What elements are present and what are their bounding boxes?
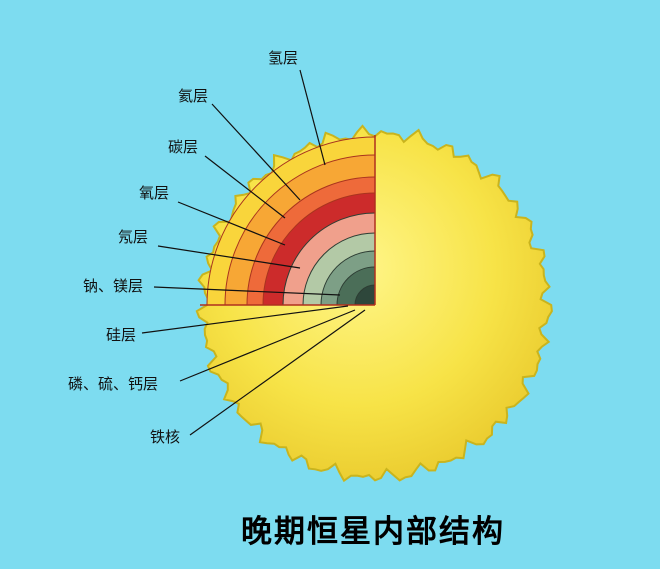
shell-phosphorus-sulfur-calcium bbox=[336, 266, 375, 305]
label-helium: 氦层 bbox=[178, 87, 208, 105]
leader-line-carbon bbox=[204, 155, 286, 219]
label-silicon: 硅层 bbox=[106, 326, 136, 344]
leader-line-neon bbox=[157, 245, 301, 269]
label-iron-core: 铁核 bbox=[150, 428, 180, 446]
label-hydrogen: 氢层 bbox=[268, 49, 298, 67]
label-oxygen: 氧层 bbox=[139, 184, 169, 202]
label-sodium-magnesium: 钠、镁层 bbox=[83, 277, 143, 295]
leader-line-iron-core bbox=[189, 309, 366, 436]
leader-line-oxygen bbox=[177, 201, 286, 246]
diagram-title: 晚期恒星内部结构 bbox=[241, 514, 505, 550]
wedge-edges bbox=[200, 135, 376, 306]
leader-line-phosphorus-sulfur-calcium bbox=[179, 309, 356, 382]
label-neon: 氖层 bbox=[118, 228, 148, 246]
shell-iron-core bbox=[354, 284, 375, 305]
leader-line-helium bbox=[211, 103, 301, 201]
label-carbon: 碳层 bbox=[168, 138, 198, 156]
leader-line-silicon bbox=[141, 305, 349, 334]
cutaway-shells bbox=[206, 136, 375, 305]
leader-line-hydrogen bbox=[299, 69, 326, 166]
label-phosphorus-sulfur-calcium: 磷、硫、钙层 bbox=[68, 375, 158, 393]
leader-lines bbox=[141, 69, 366, 436]
leader-line-sodium-magnesium bbox=[153, 286, 341, 296]
layer-labels: 氢层 氦层 碳层 氧层 氖层 钠、镁层 硅层 磷、硫、钙层 铁核 bbox=[68, 49, 298, 446]
